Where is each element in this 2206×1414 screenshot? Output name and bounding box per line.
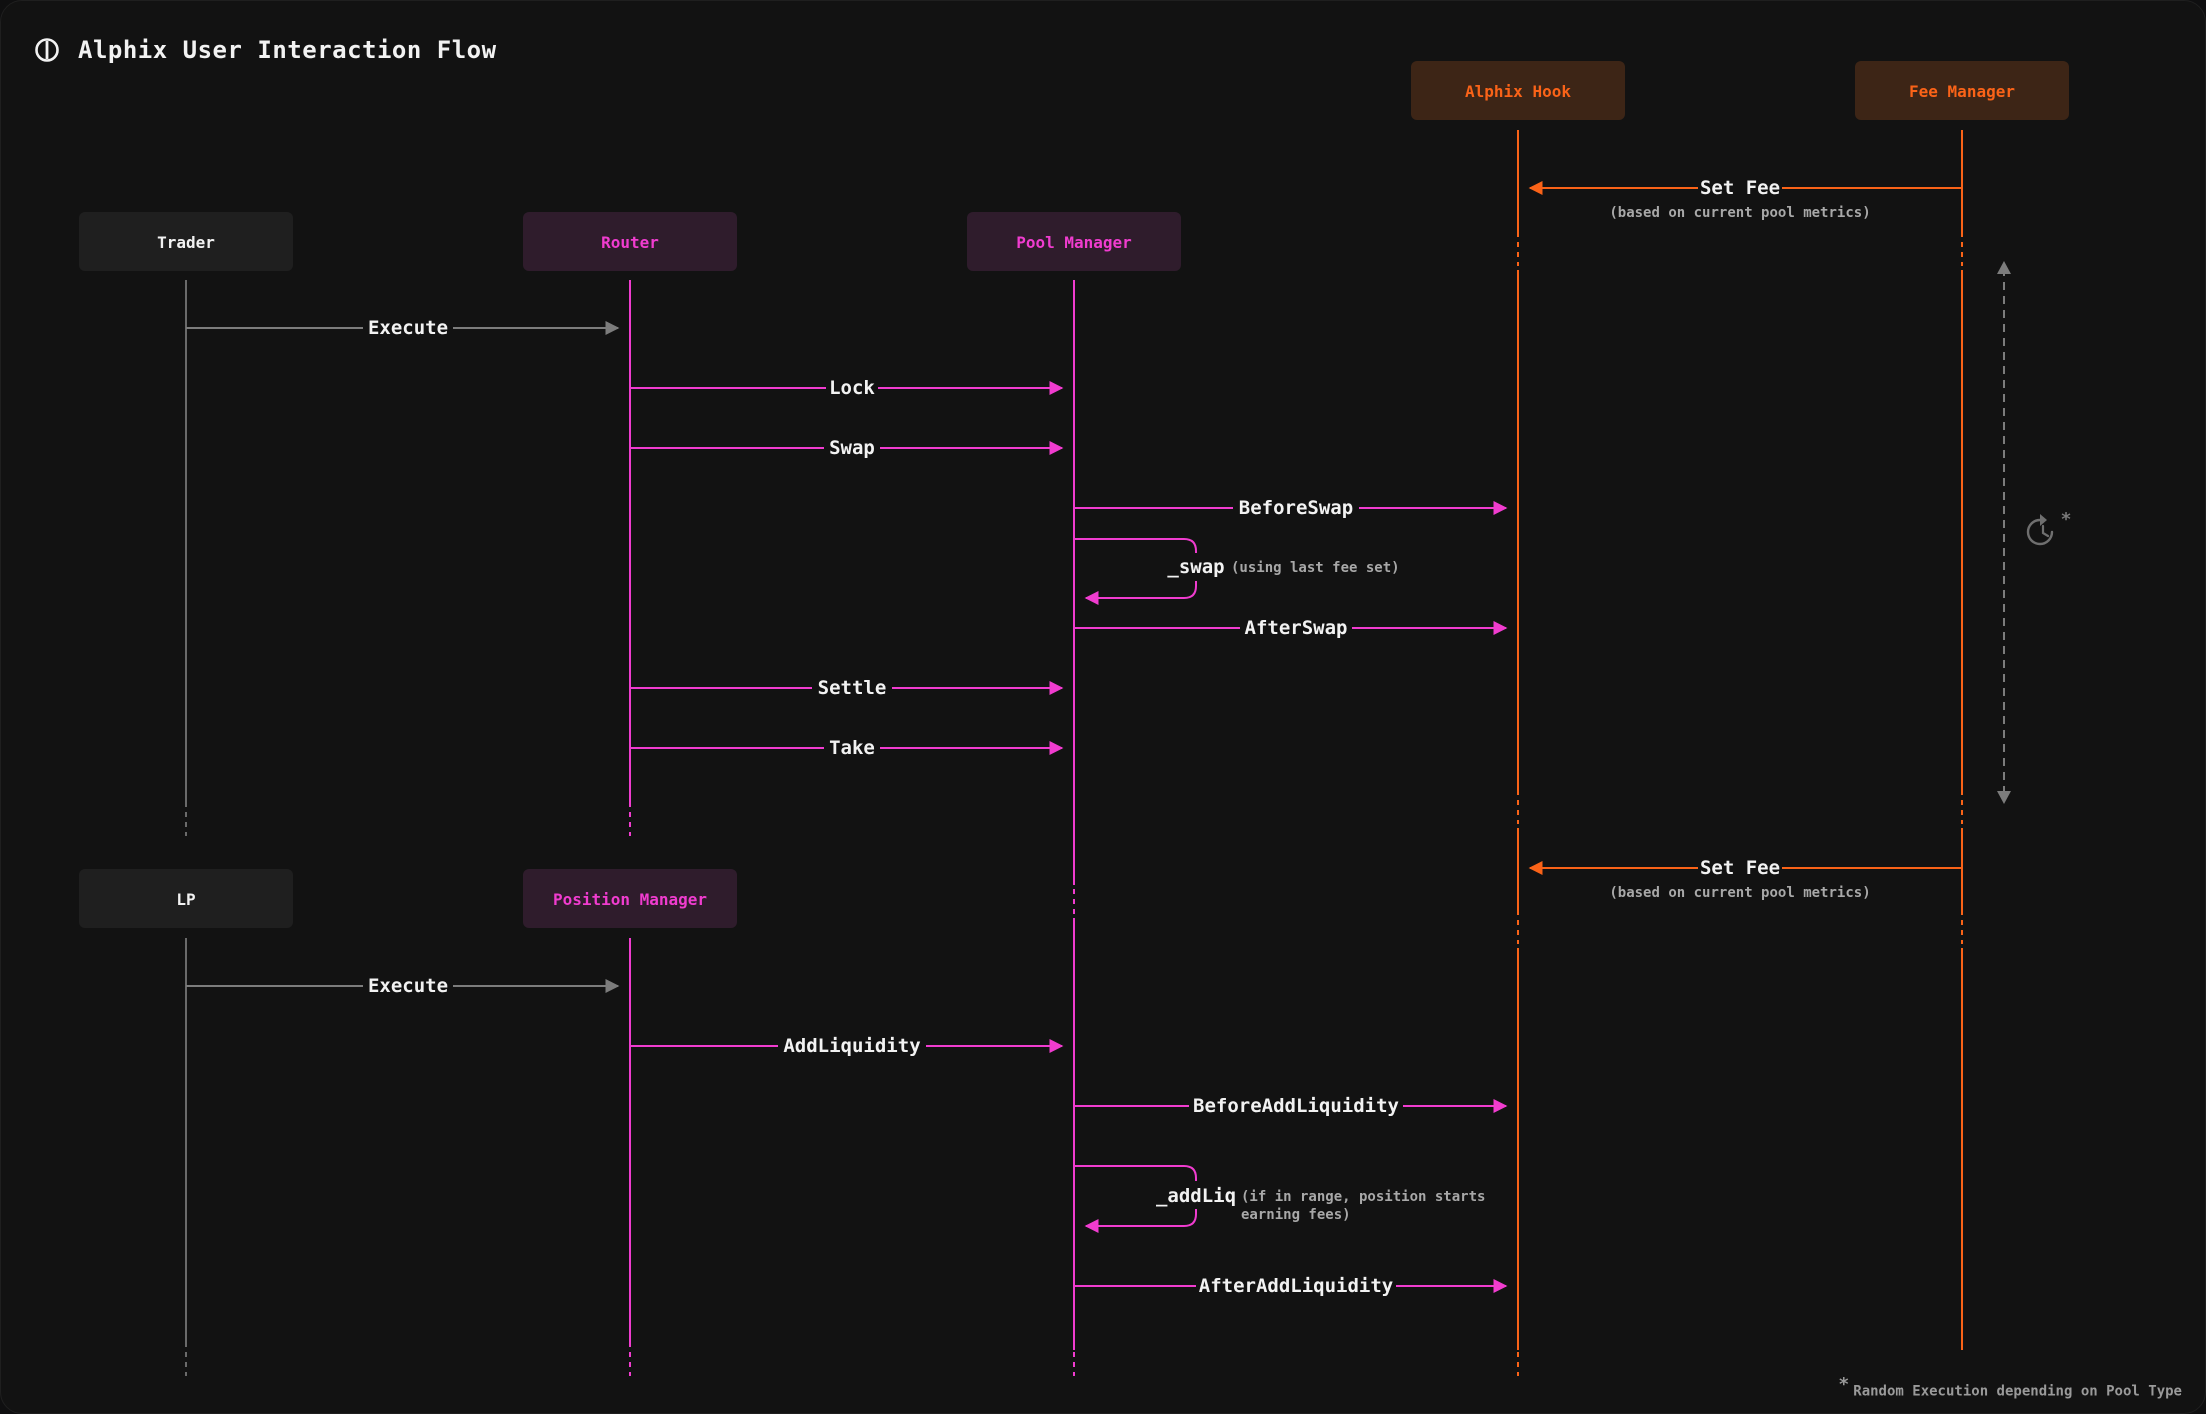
actor-position-manager: Position Manager [523, 869, 737, 928]
message-add-liquidity-label: AddLiquidity [783, 1035, 920, 1057]
footnote-asterisk: * [1838, 1374, 1850, 1396]
message-set-fee-2: Set Fee (based on current pool metrics) [1528, 857, 1962, 901]
actor-lp-label: LP [176, 890, 195, 909]
message-settle-label: Settle [818, 677, 887, 699]
message-after-add-liquidity-label: AfterAddLiquidity [1199, 1275, 1393, 1297]
message-set-fee-2-label: Set Fee [1700, 857, 1780, 879]
actor-alphix-hook: Alphix Hook [1411, 61, 1625, 120]
message-swap-internal: _swap (using last fee set) [1074, 538, 1400, 605]
message-settle: Settle [630, 677, 1064, 699]
message-take-label: Take [829, 737, 875, 759]
actor-pool-manager: Pool Manager [967, 212, 1181, 271]
footnote: *Random Execution depending on Pool Type [1838, 1374, 2182, 1400]
message-add-liquidity: AddLiquidity [630, 1035, 1064, 1057]
message-add-liq-internal-label: _addLiq [1156, 1185, 1236, 1207]
message-set-fee-1-note: (based on current pool metrics) [1609, 205, 1870, 221]
message-execute-2-label: Execute [368, 975, 448, 997]
message-swap-label: Swap [829, 437, 875, 459]
actor-lp: LP [79, 869, 293, 928]
actor-fee-manager-label: Fee Manager [1909, 82, 2015, 101]
message-add-liq-note-line1: (if in range, position starts [1241, 1189, 1485, 1205]
message-after-swap-label: AfterSwap [1245, 617, 1348, 639]
message-take: Take [630, 737, 1064, 759]
message-lock: Lock [630, 377, 1064, 399]
message-swap: Swap [630, 437, 1064, 459]
random-marker-asterisk: * [2061, 509, 2072, 530]
message-execute-2: Execute [186, 975, 620, 997]
message-set-fee-1-label: Set Fee [1700, 177, 1780, 199]
message-execute-1-label: Execute [368, 317, 448, 339]
actor-pool-manager-label: Pool Manager [1016, 233, 1132, 252]
message-set-fee-2-note: (based on current pool metrics) [1609, 885, 1870, 901]
actor-alphix-hook-label: Alphix Hook [1465, 82, 1571, 101]
actor-trader-label: Trader [157, 233, 215, 252]
alphix-logo-icon [35, 38, 59, 62]
message-add-liq-internal: _addLiq (if in range, position starts ea… [1074, 1165, 1485, 1233]
message-lock-label: Lock [829, 377, 875, 399]
actor-fee-manager: Fee Manager [1855, 61, 2069, 120]
actor-position-manager-label: Position Manager [553, 890, 707, 909]
header: Alphix User Interaction Flow [34, 30, 497, 70]
actor-trader: Trader [79, 212, 293, 271]
footnote-text: Random Execution depending on Pool Type [1853, 1384, 2182, 1400]
page-title: Alphix User Interaction Flow [78, 36, 497, 64]
message-before-add-liquidity-label: BeforeAddLiquidity [1193, 1095, 1399, 1117]
message-after-swap: AfterSwap [1074, 617, 1508, 639]
message-before-swap-label: BeforeSwap [1239, 497, 1353, 519]
message-add-liq-note-line2: earning fees) [1241, 1207, 1351, 1223]
actor-router: Router [523, 212, 737, 271]
message-before-swap: BeforeSwap [1074, 497, 1508, 519]
message-swap-internal-label: _swap [1167, 556, 1224, 578]
message-execute-1: Execute [186, 317, 620, 339]
actor-router-label: Router [601, 233, 659, 252]
message-after-add-liquidity: AfterAddLiquidity [1074, 1275, 1508, 1297]
random-interval-indicator [1997, 261, 2011, 804]
message-set-fee-1: Set Fee (based on current pool metrics) [1528, 177, 1962, 221]
clock-refresh-icon [2026, 514, 2054, 546]
message-swap-internal-note: (using last fee set) [1231, 560, 1400, 576]
message-before-add-liquidity: BeforeAddLiquidity [1074, 1095, 1508, 1117]
